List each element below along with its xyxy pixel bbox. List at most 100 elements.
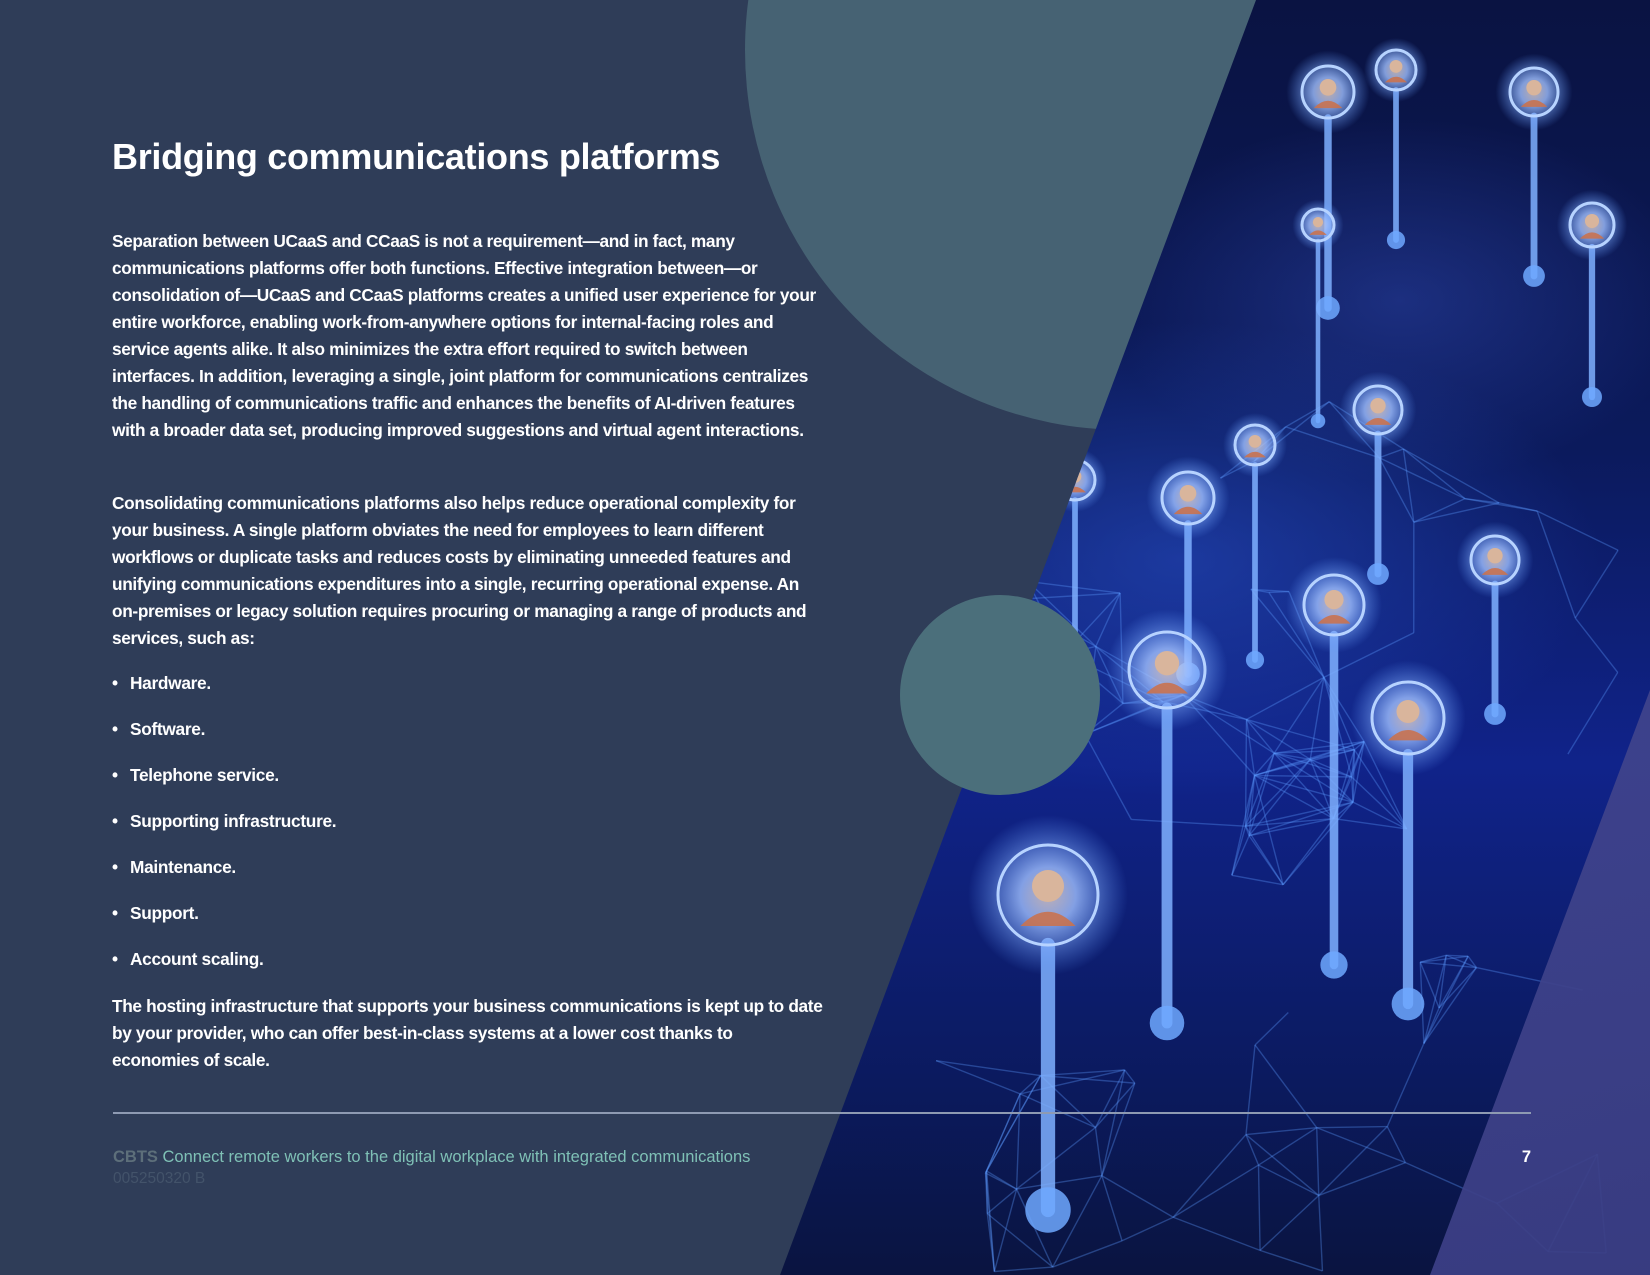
network-line	[1423, 955, 1447, 1044]
list-item: Support.	[112, 900, 336, 946]
network-line	[1248, 835, 1284, 886]
network-line	[1245, 719, 1256, 776]
network-line	[1318, 1195, 1324, 1271]
avatar-icon	[1324, 590, 1344, 610]
avatar-body	[1579, 232, 1605, 239]
network-line	[947, 518, 1014, 601]
pin-base	[1310, 413, 1326, 429]
network-line	[986, 1213, 1054, 1268]
hosting-paragraph: The hosting infrastructure that supports…	[112, 996, 823, 1070]
network-line	[986, 1170, 1017, 1190]
network-line	[993, 1188, 1018, 1272]
network-line	[1379, 448, 1404, 459]
avatar-icon	[1179, 485, 1197, 502]
consolidation-paragraph: Consolidating communications platforms a…	[112, 493, 807, 648]
network-line	[1323, 632, 1415, 678]
network-line	[1101, 1082, 1136, 1176]
page-number: 7	[1521, 1148, 1531, 1166]
network-line	[1258, 1127, 1318, 1166]
network-line	[1259, 1194, 1320, 1251]
network-line	[1254, 1012, 1289, 1046]
avatar-icon	[1068, 470, 1082, 483]
network-line	[1352, 749, 1356, 803]
network-line	[1413, 502, 1500, 523]
avatar-body	[1146, 682, 1188, 694]
network-line	[1318, 1161, 1406, 1197]
network-line	[1254, 774, 1334, 820]
network-line	[1268, 592, 1325, 678]
network-line	[1244, 752, 1275, 827]
network-line	[1282, 801, 1354, 886]
network-line	[1246, 676, 1325, 721]
network-line	[1259, 1249, 1323, 1272]
network-line	[1254, 758, 1311, 777]
network-line	[1464, 497, 1538, 512]
network-line	[1015, 1093, 1021, 1190]
avatar-ring	[1352, 384, 1404, 436]
footer-divider	[113, 1112, 1531, 1114]
avatar-icon	[1396, 700, 1420, 724]
avatar-icon	[1312, 217, 1324, 228]
network-line	[946, 441, 991, 520]
network-line	[1268, 590, 1289, 594]
network-line	[1231, 874, 1284, 886]
footer-title: Connect remote workers to the digital wo…	[162, 1148, 751, 1166]
network-line	[1413, 498, 1466, 523]
network-line	[1402, 448, 1415, 523]
network-line	[1019, 1093, 1096, 1129]
network-line	[1250, 588, 1325, 678]
network-line	[985, 1172, 1017, 1190]
pin-base	[1391, 987, 1425, 1021]
network-line	[1254, 740, 1365, 777]
network-line	[1101, 1069, 1126, 1176]
network-line	[1094, 1069, 1126, 1128]
avatar-icon	[1526, 80, 1542, 96]
network-line	[1273, 752, 1352, 778]
avatar-ring	[1233, 423, 1277, 467]
network-line	[1244, 825, 1250, 836]
network-line	[1423, 955, 1469, 1044]
document-id: 005250320 B	[113, 1170, 206, 1187]
network-line	[1323, 677, 1356, 751]
avatar-body	[1244, 451, 1266, 458]
pin-base	[1484, 703, 1506, 725]
network-line	[1172, 1216, 1261, 1252]
network-line	[1245, 817, 1334, 827]
avatar-icon	[1319, 79, 1337, 96]
avatar-ring	[1508, 66, 1560, 118]
avatar-ring	[1300, 64, 1356, 120]
avatar-icon	[1248, 435, 1262, 448]
network-line	[985, 1075, 1042, 1172]
network-line	[1378, 457, 1466, 500]
network-line	[985, 1170, 996, 1272]
network-line	[984, 1075, 1042, 1174]
network-line	[1420, 955, 1469, 963]
network-line	[1245, 1126, 1317, 1136]
network-line	[1231, 835, 1250, 876]
network-line	[1257, 1165, 1261, 1251]
network-line	[1351, 776, 1354, 803]
network-line	[1332, 741, 1365, 819]
product-list: Hardware. Software. Telephone service. S…	[112, 670, 337, 992]
page-title: Bridging communications platforms	[112, 136, 721, 177]
list-item: Account scaling.	[112, 946, 336, 992]
network-line	[1101, 1175, 1174, 1218]
avatar-icon	[1584, 214, 1600, 229]
network-line	[1333, 817, 1407, 830]
network-line	[1019, 1069, 1125, 1095]
network-line	[1386, 1126, 1407, 1163]
network-line	[1172, 1134, 1247, 1218]
network-line	[1274, 752, 1311, 761]
avatar-body	[1364, 418, 1392, 425]
network-line	[1316, 1125, 1388, 1129]
network-line	[1574, 549, 1619, 619]
pin-base	[1320, 951, 1348, 979]
network-line	[989, 424, 1058, 443]
network-line	[1386, 1043, 1425, 1127]
pin-base	[1386, 230, 1406, 250]
avatar-ring	[1160, 470, 1216, 526]
avatar-ring	[996, 843, 1100, 947]
network-line	[985, 1170, 989, 1214]
network-line	[1244, 825, 1284, 886]
